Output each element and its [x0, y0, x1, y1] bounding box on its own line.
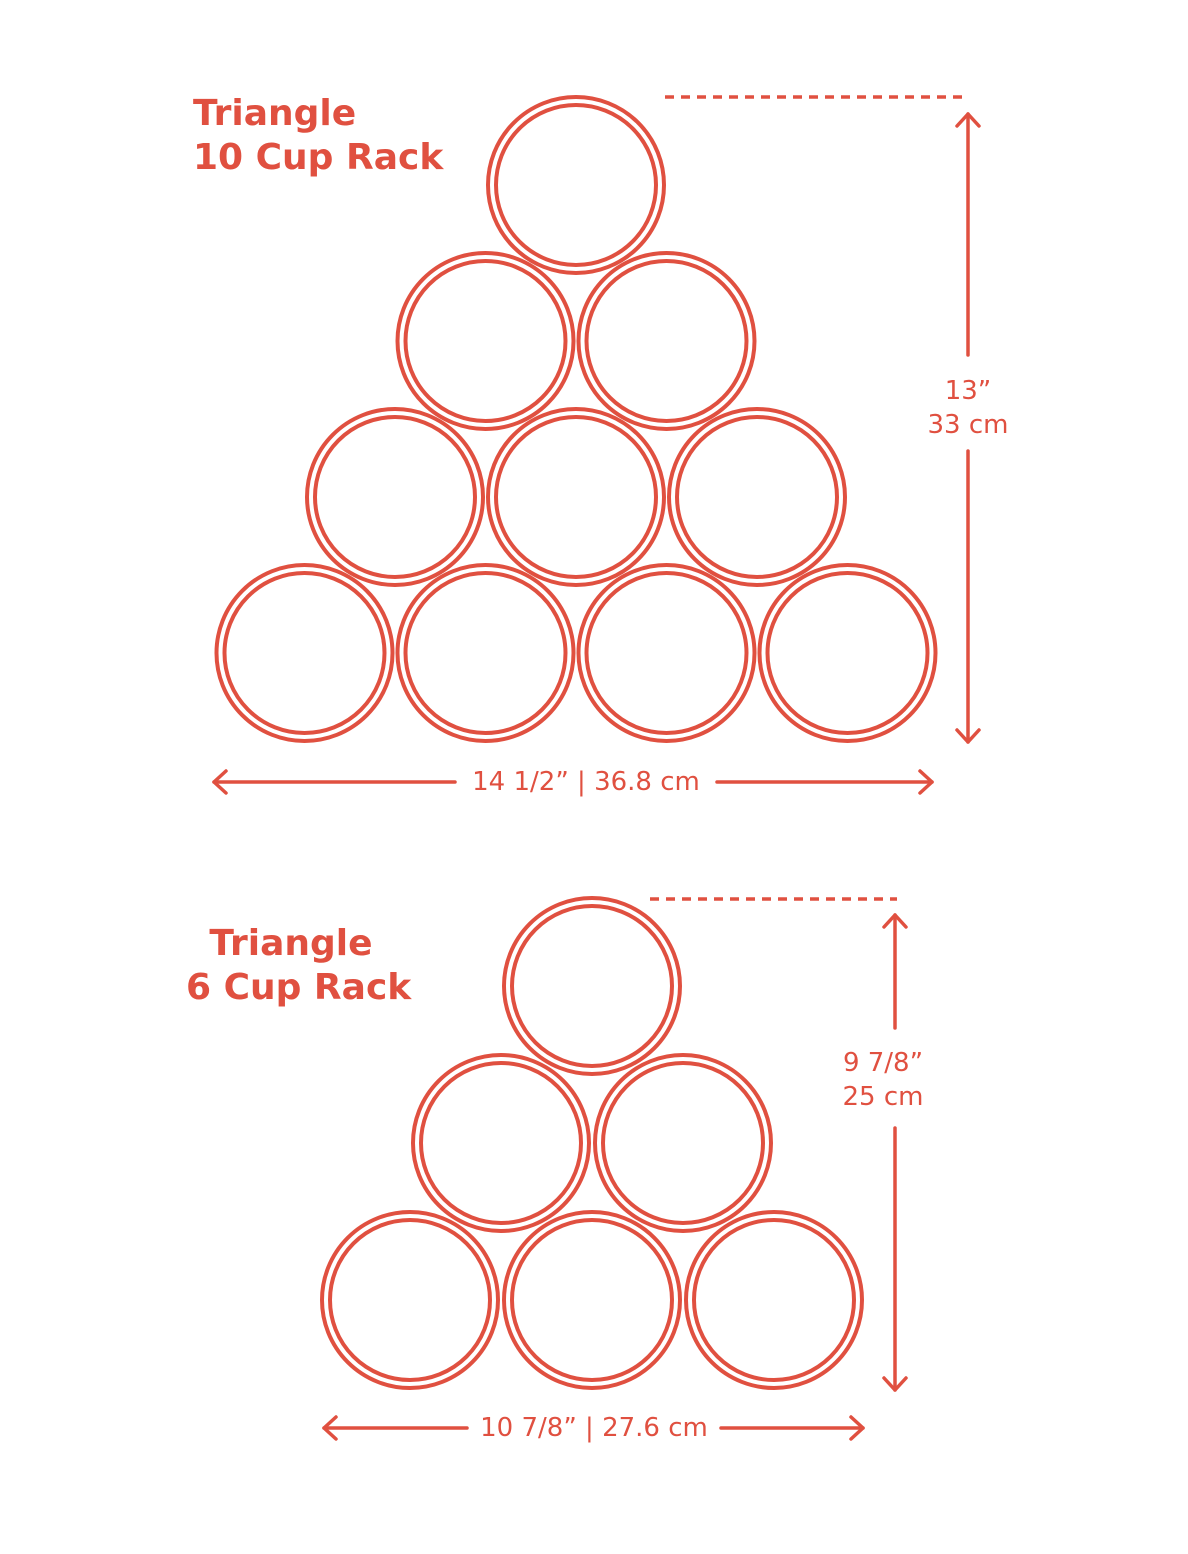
rack-6-cup [320, 1210, 500, 1390]
rack-10-cup [667, 407, 847, 587]
cup-rim-inner [313, 415, 477, 579]
rack-6-title-line2: 6 Cup Rack [186, 967, 412, 1008]
rack-10-cup [576, 251, 757, 431]
cup-rim-inner [692, 1218, 856, 1382]
rack-6-height-arrow-down-icon [882, 1376, 908, 1392]
rack-6-title: Triangle 6 Cup Rack [186, 922, 412, 1010]
rack-6-cup [502, 1210, 682, 1390]
rack-6-cups [320, 896, 864, 1390]
cup-rim-outer [320, 1210, 500, 1390]
cup-rim-outer [593, 1053, 773, 1233]
rack-10-height-arrow-down-icon [955, 728, 981, 744]
cup-rim-inner [765, 571, 930, 735]
cup-rim-outer [684, 1210, 864, 1390]
cup-rim-inner [601, 1061, 765, 1225]
rack-10-height-imperial: 13” [944, 376, 992, 406]
cup-rim-inner [584, 571, 749, 735]
cup-rim-inner [494, 103, 658, 267]
cup-rim-inner [675, 415, 839, 579]
cup-rim-outer [486, 407, 666, 587]
rack-10-cup [757, 563, 938, 743]
cup-rim-inner [510, 904, 674, 1068]
rack-6-cup [593, 1053, 773, 1233]
rack-6-height-label: 9 7/8” 25 cm [828, 1046, 938, 1114]
cup-rim-outer [486, 95, 666, 275]
rack-6-cup [684, 1210, 864, 1390]
rack-10-cup [305, 407, 485, 587]
rack-10-title-line1: Triangle [193, 93, 357, 134]
rack-6-width-arrow-right-icon [849, 1415, 865, 1441]
cup-rim-outer [395, 251, 576, 431]
rack-10-title-line2: 10 Cup Rack [193, 137, 444, 178]
rack-10-height-metric: 33 cm [927, 410, 1009, 440]
cup-rim-outer [576, 251, 757, 431]
cup-rim-outer [576, 563, 757, 743]
cup-rim-outer [411, 1053, 591, 1233]
rack-10-title: Triangle 10 Cup Rack [193, 92, 443, 180]
rack-10-width-label: 14 1/2” | 36.8 cm [472, 767, 700, 797]
cup-rim-outer [667, 407, 847, 587]
cup-rim-inner [494, 415, 658, 579]
rack-10-width-arrow-right-icon [918, 769, 934, 795]
rack-6-cup [411, 1053, 591, 1233]
cup-rim-inner [403, 571, 568, 735]
rack-10-width-arrow-left-icon [212, 769, 228, 795]
rack-6-width-dimension [322, 1415, 865, 1441]
rack-10-cups [214, 95, 938, 743]
cup-rim-inner [403, 259, 568, 423]
rack-10-height-dimension [665, 95, 981, 744]
rack-10-cup [576, 563, 757, 743]
rack-6-width-arrow-left-icon [322, 1415, 338, 1441]
cup-rim-inner [419, 1061, 583, 1225]
rack-6-width-label: 10 7/8” | 27.6 cm [480, 1413, 708, 1443]
cup-rim-inner [584, 259, 749, 423]
rack-6-height-dimension [650, 897, 908, 1392]
rack-10-height-label: 13” 33 cm [918, 374, 1018, 442]
cup-rim-outer [757, 563, 938, 743]
rack-10-cup [486, 95, 666, 275]
rack-6-height-imperial: 9 7/8” [842, 1048, 924, 1078]
rack-10-cup [395, 251, 576, 431]
cup-rim-outer [395, 563, 576, 743]
cup-rim-inner [510, 1218, 674, 1382]
rack-6-height-metric: 25 cm [842, 1082, 924, 1112]
cup-rim-inner [328, 1218, 492, 1382]
rack-10-cup [395, 563, 576, 743]
rack-6-height-arrow-up-icon [882, 913, 908, 929]
cup-rim-outer [214, 563, 395, 743]
cup-rim-inner [222, 571, 387, 735]
cup-rim-outer [305, 407, 485, 587]
rack-6-cup [502, 896, 682, 1076]
rack-10-cup [486, 407, 666, 587]
cup-rim-outer [502, 1210, 682, 1390]
rack-10-width-dimension [212, 769, 934, 795]
rack-10-cup [214, 563, 395, 743]
rack-6-title-line1: Triangle [209, 923, 373, 964]
cup-rim-outer [502, 896, 682, 1076]
rack-10-height-arrow-up-icon [955, 112, 981, 128]
